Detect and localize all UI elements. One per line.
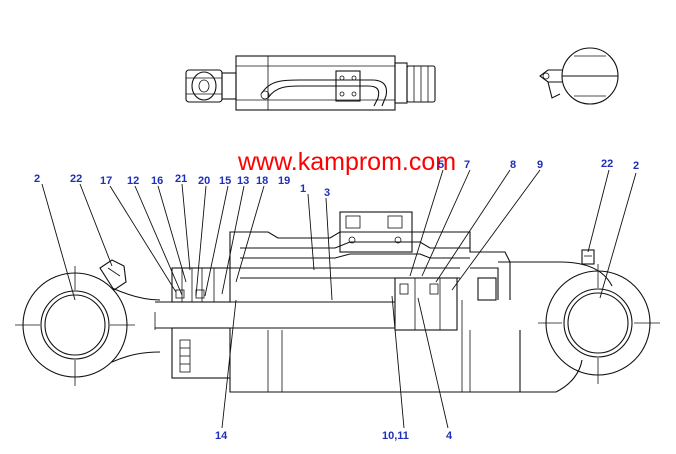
- callout-8: 8: [510, 159, 516, 171]
- callout-7: 7: [464, 159, 470, 171]
- callout-12: 12: [127, 175, 139, 187]
- callout-2-right: 2: [633, 160, 639, 172]
- callout-22-left: 22: [70, 173, 82, 185]
- callout-22-right: 22: [601, 158, 613, 170]
- callout-15: 15: [219, 175, 231, 187]
- callout-21: 21: [175, 173, 187, 185]
- cylinder-section-view: [15, 211, 660, 393]
- callout-17: 17: [100, 175, 112, 187]
- watermark-text: www.kamprom.com: [237, 148, 456, 176]
- callout-19: 19: [278, 175, 290, 187]
- callout-20: 20: [198, 175, 210, 187]
- callout-4: 4: [446, 430, 453, 442]
- callout-13: 13: [237, 175, 249, 187]
- cylinder-end-view: [539, 47, 619, 105]
- callout-5: 5: [438, 159, 444, 171]
- cylinder-side-view: [185, 55, 436, 111]
- callout-3: 3: [324, 187, 330, 199]
- callout-16: 16: [151, 175, 163, 187]
- callout-1: 1: [300, 183, 306, 195]
- leader-lines: [41, 169, 637, 429]
- callout-14: 14: [215, 430, 228, 442]
- callout-10-11: 10,11: [382, 430, 409, 442]
- callout-18: 18: [256, 175, 268, 187]
- callout-9: 9: [537, 159, 543, 171]
- callout-2-left: 2: [34, 173, 40, 185]
- callout-labels: 2 22 17 12 16 21 20 15 13 18 19 1 3 5 7 …: [34, 158, 639, 442]
